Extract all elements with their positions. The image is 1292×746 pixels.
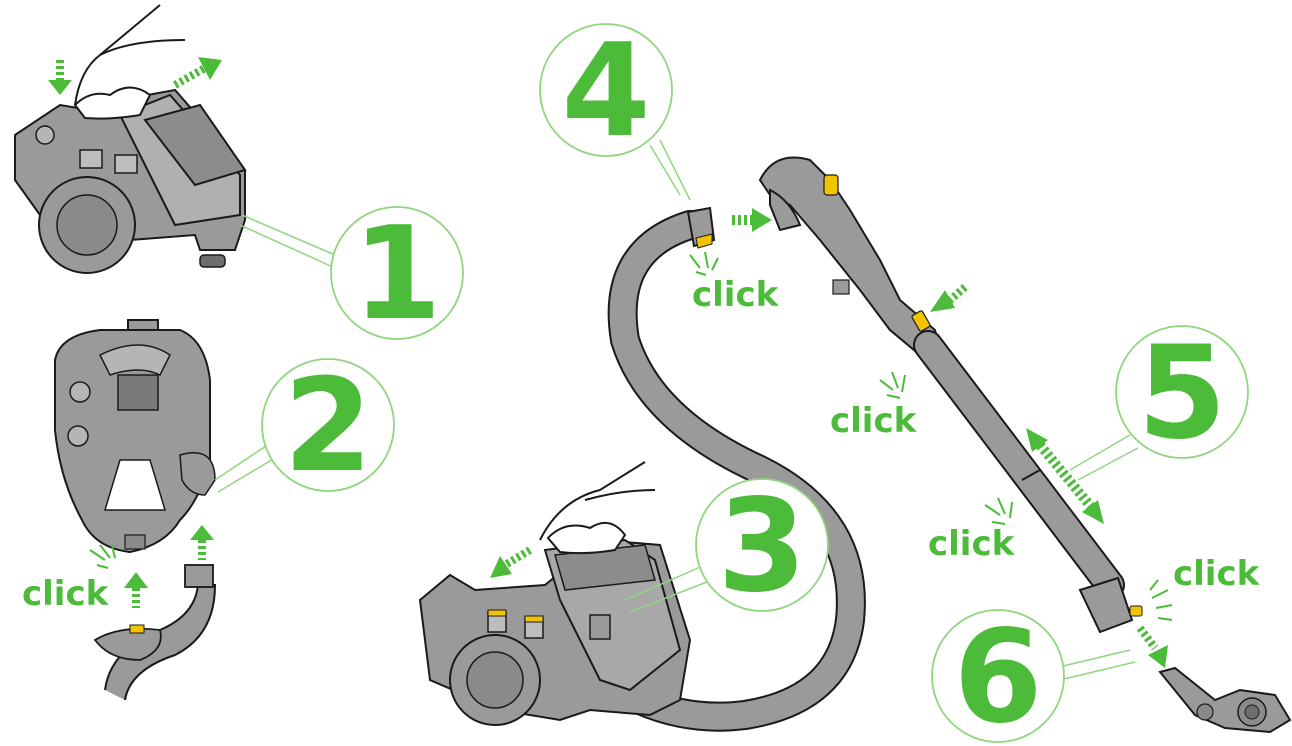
click-label-1: click	[22, 574, 110, 614]
click-spark-icon-4	[689, 251, 719, 276]
insert-arrow-icon	[732, 208, 772, 232]
step-number-6: 6	[953, 603, 1042, 746]
callout-leader-6	[1054, 649, 1136, 681]
hose-end-step2	[93, 564, 217, 701]
callout-leader-4	[649, 139, 691, 201]
vacuum-body-step1	[14, 4, 247, 274]
step-circle-3	[695, 478, 829, 612]
step-circle-2	[261, 358, 395, 492]
extend-arrow-icon	[1026, 428, 1104, 524]
step-circle-4	[539, 23, 673, 157]
down-arrow-icon	[48, 60, 72, 95]
push-arrow-icon	[930, 284, 968, 312]
click-spark-icon-tube	[984, 497, 1013, 525]
step-number-3: 3	[717, 472, 806, 621]
vacuum-body-step3	[418, 461, 692, 726]
callout-leader-1	[239, 214, 336, 269]
release-arrow-icon-step3	[490, 546, 533, 578]
release-arrow-icon	[173, 57, 222, 89]
insert-arrow-icon-tool	[1136, 625, 1168, 668]
step-number-2: 2	[283, 352, 372, 501]
step-circle-1	[330, 206, 464, 340]
vacuum-body-step2	[54, 319, 216, 554]
step-number-1: 1	[352, 200, 441, 349]
click-spark-icon-wand	[879, 371, 906, 399]
hose-cuff-step4	[686, 206, 716, 249]
callout-leader-5	[1069, 434, 1139, 481]
step-circle-5	[1115, 325, 1249, 459]
callout-leader-3	[624, 564, 713, 613]
click-label-4: click	[928, 524, 1016, 564]
click-label-2: click	[692, 275, 780, 315]
step-number-5: 5	[1137, 319, 1226, 468]
click-spark-icon-tool	[1149, 579, 1173, 621]
floor-tool	[1158, 666, 1292, 734]
click-label-3: click	[830, 401, 918, 441]
wand-handle	[758, 156, 942, 357]
click-label-5: click	[1173, 554, 1261, 594]
step-circle-6	[931, 609, 1065, 743]
up-arrow-icon	[124, 525, 214, 608]
step-number-4: 4	[561, 17, 650, 166]
wand-tube	[913, 330, 1143, 634]
click-spark-icon	[89, 544, 116, 569]
